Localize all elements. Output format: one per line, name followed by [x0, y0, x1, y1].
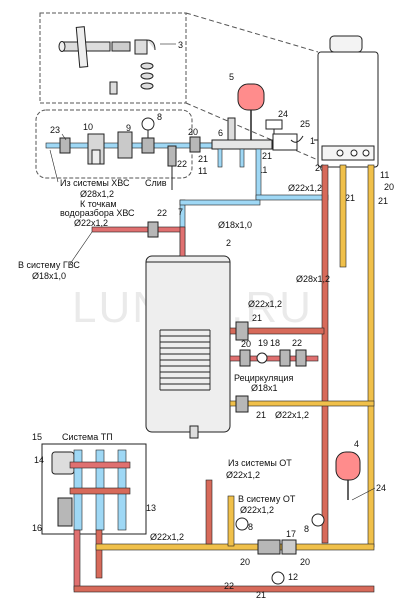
- label-d28-right: Ø28x1,2: [296, 274, 330, 284]
- label-d22-cold: Ø22x1,2: [74, 218, 108, 228]
- water-heater-tank-2: [145, 255, 231, 439]
- label-d18-mid: Ø18x1,0: [218, 220, 252, 230]
- label-to-hot-water: В систему ГВС: [18, 260, 80, 270]
- label-tp-system: Система ТП: [62, 432, 113, 442]
- detail-box-components: [39, 12, 319, 161]
- marker-20d: 20: [241, 339, 251, 349]
- marker-5: 5: [229, 72, 234, 82]
- marker-21b: 21: [262, 151, 272, 161]
- label-d28-top: Ø28x1,2: [80, 189, 114, 199]
- marker-14: 14: [34, 455, 44, 465]
- marker-19: 19: [258, 338, 268, 348]
- marker-20b: 20: [315, 163, 325, 173]
- marker-4: 4: [354, 439, 359, 449]
- marker-20c: 20: [384, 182, 394, 192]
- marker-24a: 24: [278, 109, 288, 119]
- underfloor-system-box: [41, 443, 147, 535]
- marker-25: 25: [300, 119, 310, 129]
- marker-21d: 21: [378, 196, 388, 206]
- marker-3: 3: [178, 40, 183, 50]
- marker-8b: 8: [248, 522, 253, 532]
- marker-11c: 11: [380, 170, 389, 180]
- label-drain: Слив: [145, 178, 167, 188]
- expansion-tank-4: [335, 451, 361, 500]
- marker-11a: 11: [198, 166, 207, 176]
- marker-12: 12: [288, 572, 298, 582]
- label-from-cold-water: Из системы ХВС: [60, 178, 130, 188]
- label-d22-from-heating: Ø22x1,2: [226, 470, 260, 480]
- label-cold-draw: водоразбора ХВС: [60, 208, 135, 218]
- marker-20a: 20: [188, 127, 198, 137]
- label-d22-to-heating: Ø22x1,2: [240, 505, 274, 515]
- marker-22d: 22: [224, 581, 234, 591]
- label-d18-recirc: Ø18x1: [251, 383, 278, 393]
- marker-8c: 8: [304, 524, 309, 534]
- label-from-heating: Из системы ОТ: [228, 458, 292, 468]
- wall-boiler-1: [314, 35, 379, 168]
- marker-18: 18: [270, 338, 280, 348]
- marker-22a: 22: [177, 159, 187, 169]
- label-d22-boiler-upper: Ø22x1,2: [248, 299, 282, 309]
- marker-20f: 20: [300, 557, 310, 567]
- marker-23: 23: [50, 125, 60, 135]
- marker-7: 7: [178, 207, 183, 217]
- marker-21a: 21: [198, 154, 208, 164]
- marker-21f: 21: [256, 410, 266, 420]
- marker-20e: 20: [240, 557, 250, 567]
- marker-22b: 22: [157, 208, 167, 218]
- marker-1: 1: [310, 136, 315, 146]
- marker-24b: 24: [376, 483, 386, 493]
- label-recirc: Рециркуляция: [234, 373, 293, 383]
- marker-21c: 21: [345, 193, 355, 203]
- label-d22-right-top: Ø22x1,2: [288, 183, 322, 193]
- label-to-points: К точкам: [80, 199, 117, 209]
- marker-16: 16: [32, 523, 42, 533]
- label-d22-bottom: Ø22x1,2: [150, 532, 184, 542]
- marker-8a: 8: [157, 112, 162, 122]
- expansion-tank-5: [237, 83, 265, 140]
- marker-9: 9: [126, 123, 131, 133]
- marker-6: 6: [218, 128, 223, 138]
- marker-21g: 21: [256, 590, 266, 600]
- marker-22c: 22: [292, 338, 302, 348]
- marker-10: 10: [83, 122, 93, 132]
- marker-13: 13: [146, 503, 156, 513]
- marker-2: 2: [226, 238, 231, 248]
- label-d18-hot: Ø18x1,0: [32, 271, 66, 281]
- label-d22-boiler-lower: Ø22x1,2: [275, 410, 309, 420]
- component-25: [272, 133, 304, 151]
- marker-21e: 21: [252, 313, 262, 323]
- marker-17: 17: [286, 529, 296, 539]
- marker-15: 15: [32, 432, 42, 442]
- label-to-heating: В систему ОТ: [238, 494, 296, 504]
- marker-11b: 11: [258, 165, 267, 175]
